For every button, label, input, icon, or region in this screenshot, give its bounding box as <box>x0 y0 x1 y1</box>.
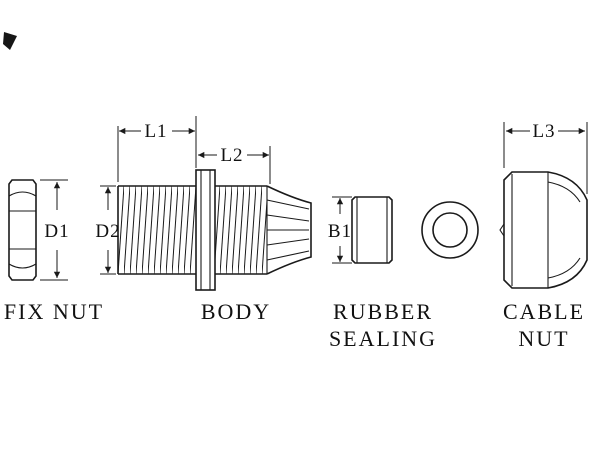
cable-nut-drawing <box>499 171 588 289</box>
dim-label-l1: L1 <box>144 121 167 142</box>
dimension-d1: D1 <box>40 179 69 281</box>
dim-label-l3: L3 <box>532 121 555 142</box>
dimension-b1: B1 <box>328 196 352 264</box>
rubber-sealing-label-line2: SEALING <box>329 326 437 351</box>
rubber-seal-side-drawing <box>351 196 393 264</box>
dimension-d2: D2 <box>95 185 120 275</box>
body-label: BODY <box>201 299 271 324</box>
dim-label-l2: L2 <box>220 145 243 166</box>
cable-nut-label-line1: CABLE <box>503 299 585 324</box>
dim-label-d2: D2 <box>95 221 120 242</box>
dim-label-d1: D1 <box>44 221 69 242</box>
rubber-sealing-label-line1: RUBBER <box>333 299 433 324</box>
dimension-l1: L1 <box>117 116 197 182</box>
rubber-seal-front-drawing <box>421 201 479 259</box>
dim-label-b1: B1 <box>328 221 352 242</box>
cable-nut-label-line2: NUT <box>518 326 569 351</box>
fix-nut-label: FIX NUT <box>4 299 104 324</box>
dimension-l3: L3 <box>503 121 588 194</box>
dimension-l2: L2 <box>198 145 271 184</box>
body-drawing <box>117 169 312 291</box>
ink-mark <box>3 32 17 50</box>
fix-nut-drawing <box>8 179 37 281</box>
